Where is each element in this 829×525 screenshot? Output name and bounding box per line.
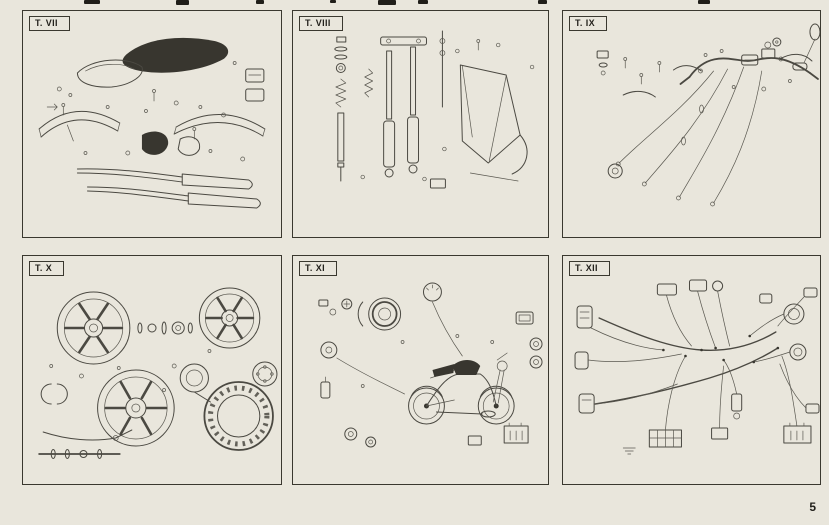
panel-t7-bodywork: T. VII bbox=[22, 10, 282, 238]
scan-artifact bbox=[256, 0, 264, 4]
flashers bbox=[529, 337, 543, 369]
exploded-diagram-wheels bbox=[38, 287, 278, 459]
panel-t10-wheels: T. X bbox=[22, 255, 282, 485]
fasteners-hardware bbox=[46, 61, 246, 162]
exhaust-pipes bbox=[76, 168, 261, 209]
panel-t12-wiring: T. XII bbox=[562, 255, 821, 485]
battery bbox=[503, 422, 529, 444]
steering-column bbox=[439, 30, 446, 108]
pilot-lamps bbox=[344, 427, 377, 448]
mirror bbox=[803, 23, 820, 64]
panel-label-t8: T. VIII bbox=[299, 16, 343, 31]
scan-artifact bbox=[698, 0, 710, 4]
rear-wheel bbox=[198, 287, 261, 349]
rear-fender bbox=[173, 114, 266, 137]
fork-legs bbox=[364, 36, 427, 178]
side-covers bbox=[141, 131, 201, 156]
ignition-coil bbox=[731, 393, 743, 420]
exploded-diagram-electrics bbox=[318, 282, 543, 448]
page-number: 5 bbox=[809, 500, 816, 514]
panel-label-t11: T. XI bbox=[299, 261, 338, 276]
fasteners-hardware bbox=[360, 334, 495, 388]
exploded-diagram-forks-frame bbox=[334, 30, 535, 189]
battery bbox=[783, 422, 812, 444]
levers-switches bbox=[672, 37, 813, 74]
tail-lamp bbox=[515, 311, 534, 325]
harness-wires bbox=[587, 290, 807, 431]
panel-t8-forks-frame: T. VIII bbox=[292, 10, 549, 238]
scan-artifact bbox=[538, 0, 547, 4]
front-wheel bbox=[56, 291, 131, 365]
panel-t11-electrics: T. XI bbox=[292, 255, 549, 485]
headlamp bbox=[357, 297, 402, 331]
panel-label-t12: T. XII bbox=[569, 261, 610, 276]
scan-artifact bbox=[418, 0, 428, 4]
exploded-diagram-bodywork bbox=[38, 37, 266, 209]
small-parts bbox=[596, 49, 792, 98]
scan-artifact bbox=[378, 0, 396, 5]
panel-label-t7: T. VII bbox=[29, 16, 70, 31]
rectifier bbox=[467, 435, 482, 446]
connector-block bbox=[648, 429, 682, 448]
panel-t9-handlebar-controls: T. IX bbox=[562, 10, 821, 238]
front-fender bbox=[38, 110, 121, 142]
sprocket bbox=[252, 361, 278, 387]
brake-rod-lever bbox=[40, 383, 133, 441]
scan-artifact bbox=[84, 0, 100, 4]
exploded-diagram-handlebar-cables bbox=[596, 23, 820, 207]
regulator bbox=[711, 427, 729, 440]
axle-parts bbox=[38, 449, 121, 459]
tire bbox=[203, 381, 274, 451]
hub-parts bbox=[137, 321, 193, 335]
frame bbox=[429, 64, 528, 189]
switch-units bbox=[656, 279, 724, 296]
wires bbox=[336, 301, 463, 395]
horn bbox=[320, 341, 338, 359]
fasteners-hardware bbox=[49, 349, 212, 392]
lamp-units bbox=[759, 287, 820, 414]
ground-symbol bbox=[622, 447, 636, 455]
fuel-tank bbox=[76, 59, 143, 88]
steering-stem-parts bbox=[334, 36, 348, 182]
seat-panel bbox=[122, 37, 229, 73]
scan-artifact bbox=[330, 0, 336, 3]
handlebar bbox=[679, 57, 819, 85]
left-components bbox=[574, 305, 595, 414]
control-cables bbox=[615, 66, 763, 207]
fasteners-hardware bbox=[360, 39, 535, 182]
wiring-harness-diagram bbox=[574, 279, 820, 455]
motorcycle-silhouette bbox=[408, 352, 515, 425]
emblem-plates bbox=[245, 68, 265, 102]
ignition-coil bbox=[320, 376, 331, 399]
speedo-drive bbox=[607, 163, 623, 179]
bulbs bbox=[318, 298, 353, 316]
panel-label-t10: T. X bbox=[29, 261, 65, 276]
brake-plate bbox=[179, 363, 211, 403]
lower-wheel bbox=[97, 369, 175, 447]
speedometer bbox=[422, 282, 442, 302]
panel-label-t9: T. IX bbox=[569, 16, 608, 31]
scan-artifact bbox=[176, 0, 189, 5]
